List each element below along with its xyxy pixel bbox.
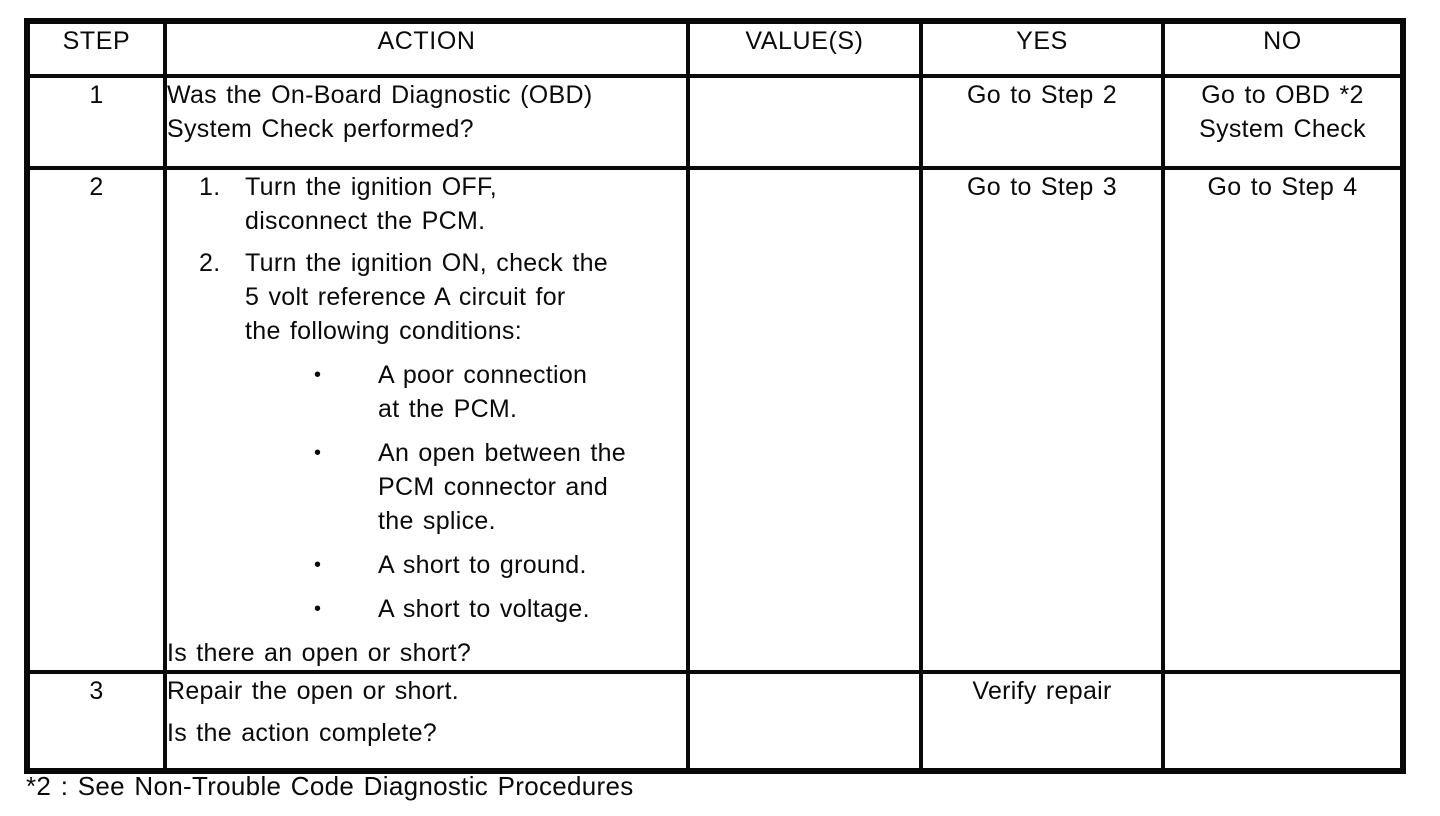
values-cell bbox=[686, 670, 923, 773]
yes-cell: Go to Step 3 bbox=[919, 166, 1165, 674]
values-cell bbox=[686, 166, 923, 674]
action-text: Repair the open or short. bbox=[167, 677, 460, 705]
numbered-item: 2. Turn the ignition ON, check the 5 vol… bbox=[199, 246, 684, 348]
action-text: Was the On-Board Diagnostic (OBD) System… bbox=[167, 81, 593, 143]
step-cell: 3 bbox=[25, 670, 167, 773]
bullet-icon: • bbox=[314, 364, 322, 386]
bullet-item: • A short to ground. bbox=[314, 548, 684, 582]
header-yes: YES bbox=[919, 19, 1165, 78]
table-row: 2 1. Turn the ignition OFF, disconnect t… bbox=[25, 166, 1405, 674]
header-values: VALUE(S) bbox=[686, 19, 923, 78]
bullet-item: • A poor connection at the PCM. bbox=[314, 358, 684, 426]
list-number: 1. bbox=[199, 173, 221, 201]
yes-cell: Verify repair bbox=[919, 670, 1165, 773]
bullet-item-text: A poor connection at the PCM. bbox=[378, 361, 588, 423]
bullet-item-text: A short to voltage. bbox=[378, 595, 590, 623]
table-row: 3 Repair the open or short. Is the actio… bbox=[25, 670, 1405, 773]
action-question: Is the action complete? bbox=[167, 719, 437, 747]
yes-text: Go to Step 3 bbox=[967, 173, 1117, 201]
header-step: STEP bbox=[25, 19, 167, 78]
numbered-item-text: Turn the ignition ON, check the 5 volt r… bbox=[245, 249, 608, 345]
bullet-item: • A short to voltage. bbox=[314, 592, 684, 626]
bullet-item-text: A short to ground. bbox=[378, 551, 587, 579]
diagnostic-table: STEP ACTION VALUE(S) YES NO 1 Was the On… bbox=[24, 18, 1406, 774]
bullet-icon: • bbox=[314, 442, 322, 464]
footnote: *2 : See Non-Trouble Code Diagnostic Pro… bbox=[26, 771, 634, 801]
no-text: Go to Step 4 bbox=[1207, 173, 1358, 201]
bullet-icon: • bbox=[314, 554, 322, 576]
step-cell: 2 bbox=[25, 166, 167, 674]
table-row: 1 Was the On-Board Diagnostic (OBD) Syst… bbox=[25, 74, 1405, 170]
no-cell: Go to OBD *2 System Check bbox=[1161, 74, 1405, 170]
header-action: ACTION bbox=[163, 19, 690, 78]
action-cell: Was the On-Board Diagnostic (OBD) System… bbox=[163, 74, 690, 170]
numbered-item: 1. Turn the ignition OFF, disconnect the… bbox=[199, 172, 684, 238]
no-cell bbox=[1161, 670, 1405, 773]
bullet-icon: • bbox=[314, 598, 322, 620]
header-row: STEP ACTION VALUE(S) YES NO bbox=[25, 19, 1405, 78]
numbered-item-text: Turn the ignition OFF, disconnect the PC… bbox=[245, 173, 498, 235]
no-text: Go to OBD *2 System Check bbox=[1199, 81, 1366, 143]
no-cell: Go to Step 4 bbox=[1161, 166, 1405, 674]
step-cell: 1 bbox=[25, 74, 167, 170]
action-question: Is there an open or short? bbox=[167, 639, 472, 667]
yes-text: Go to Step 2 bbox=[967, 81, 1117, 109]
header-no: NO bbox=[1161, 19, 1405, 78]
yes-cell: Go to Step 2 bbox=[919, 74, 1165, 170]
action-cell: 1. Turn the ignition OFF, disconnect the… bbox=[163, 166, 690, 674]
list-number: 2. bbox=[199, 249, 221, 277]
action-cell: Repair the open or short. Is the action … bbox=[163, 670, 690, 773]
yes-text: Verify repair bbox=[972, 677, 1112, 705]
bullet-item-text: An open between the PCM connector and th… bbox=[378, 439, 627, 535]
values-cell bbox=[686, 74, 923, 170]
bullet-item: • An open between the PCM connector and … bbox=[314, 436, 684, 538]
